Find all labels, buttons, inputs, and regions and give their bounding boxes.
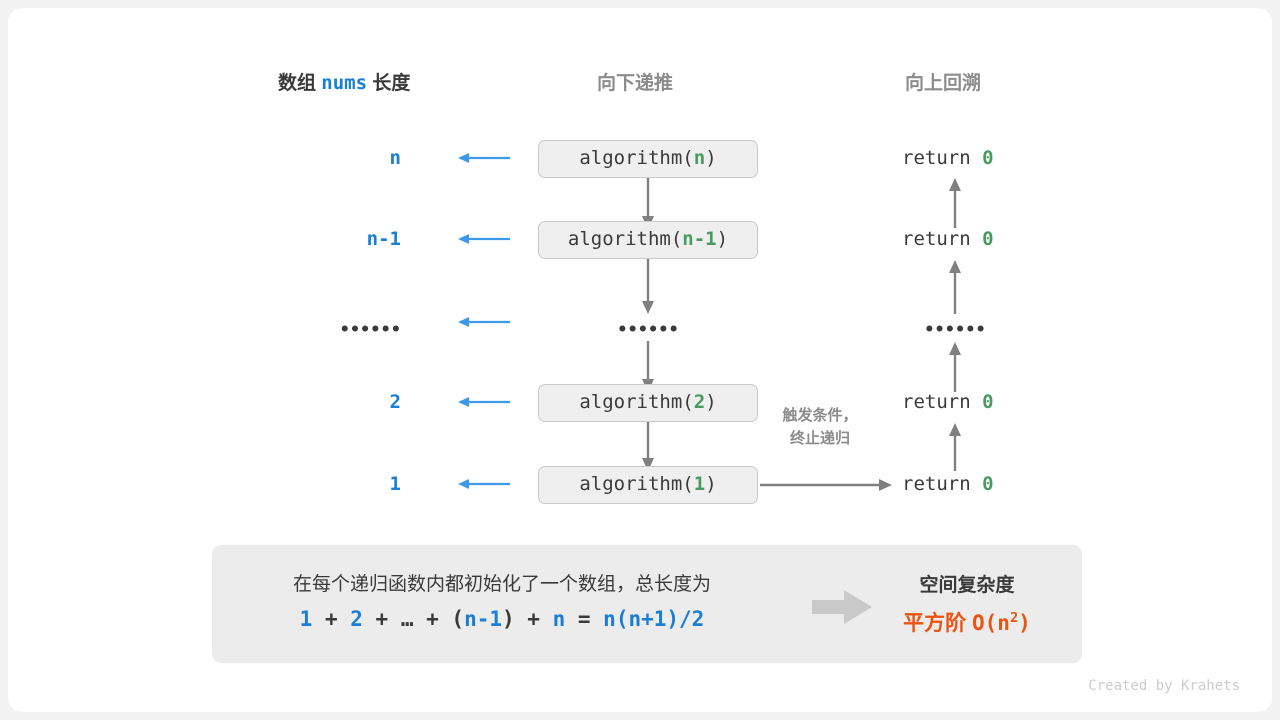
formula-result: n(n+1)/2: [603, 607, 705, 631]
blue-left-arrow-icon: [458, 317, 510, 327]
trigger-note-line1: 触发条件，: [782, 407, 858, 424]
return-statement: return 0: [902, 228, 994, 250]
call-box[interactable]: algorithm(n): [538, 140, 758, 178]
complexity-exponent: 2: [1009, 610, 1019, 626]
complexity-notation-end: ): [1018, 611, 1031, 635]
blue-left-arrow-icon: [458, 234, 510, 244]
header-array-suffix: 长度: [367, 73, 411, 94]
formula-term-nminus1: n-1: [464, 607, 502, 631]
return-statement: return 0: [902, 147, 994, 169]
credit-label: Created by Krahets: [1088, 678, 1240, 694]
return-keyword: return: [902, 473, 983, 495]
header-array-code: nums: [321, 72, 368, 94]
header-downward-recursion: 向下递推: [597, 73, 674, 94]
call-paren: ): [705, 473, 717, 495]
call-argument: 2: [693, 391, 706, 413]
gray-up-arrow-icon: [949, 178, 961, 228]
gray-down-arrow-icon: [642, 422, 654, 471]
return-statement: return 0: [902, 391, 994, 413]
gray-right-arrow-icon: [760, 479, 892, 491]
call-argument: 1: [693, 473, 706, 495]
gray-down-arrow-icon: [642, 259, 654, 314]
call-box[interactable]: algorithm(1): [538, 466, 758, 504]
array-length-value: 1: [389, 473, 401, 495]
call-box[interactable]: algorithm(n-1): [538, 221, 758, 259]
return-statement: return 0: [902, 473, 994, 495]
return-keyword: return: [902, 228, 983, 250]
array-length-value: 2: [389, 391, 401, 413]
summary-description: 在每个递归函数内都初始化了一个数组，总长度为: [292, 574, 711, 595]
gray-block-right-arrow-icon: [812, 590, 872, 624]
complexity-order-label: 平方阶: [903, 612, 973, 635]
return-value: 0: [982, 228, 994, 250]
call-paren: ): [716, 228, 729, 250]
gray-up-arrow-icon: [949, 423, 961, 471]
header-array-length: 数组 nums 长度: [278, 68, 410, 95]
formula-op-2: + … + (: [362, 607, 465, 631]
space-complexity-value: 平方阶 O(n2): [852, 607, 1082, 637]
gray-up-arrow-icon: [949, 342, 961, 392]
summary-formula: 1 + 2 + … + (n-1) + n = n(n+1)/2: [212, 607, 792, 631]
return-value: 0: [982, 147, 994, 169]
complexity-notation: O(n: [972, 611, 1010, 635]
blue-left-arrow-icon: [458, 397, 510, 407]
header-array-prefix: 数组: [278, 73, 322, 94]
call-name: algorithm(: [579, 147, 694, 169]
gray-up-arrow-icon: [949, 260, 961, 314]
formula-op-3: ) +: [502, 607, 553, 631]
formula-equals: =: [565, 607, 604, 631]
return-keyword: return: [902, 391, 983, 413]
return-ellipsis: ••••••: [924, 320, 986, 340]
call-paren: ): [705, 391, 717, 413]
call-ellipsis: ••••••: [617, 320, 679, 340]
return-keyword: return: [902, 147, 983, 169]
call-name: algorithm(: [567, 228, 683, 250]
call-paren: ): [705, 147, 717, 169]
array-length-value: n: [389, 147, 401, 169]
return-value: 0: [982, 473, 994, 495]
call-argument: n: [693, 147, 706, 169]
blue-left-arrow-icon: [458, 153, 510, 163]
call-name: algorithm(: [579, 473, 694, 495]
blue-left-arrow-icon: [458, 479, 510, 489]
trigger-note-line2: 终止递归: [789, 430, 850, 448]
formula-term-n: n: [552, 607, 566, 631]
formula-term-2: 2: [350, 607, 363, 631]
header-upward-backtrack: 向上回溯: [905, 73, 982, 94]
diagram-card: 数组 nums 长度 向下递推 向上回溯 n n-1 •••••• 2 1: [8, 8, 1272, 712]
call-argument: n-1: [682, 228, 717, 250]
array-length-value: n-1: [366, 228, 401, 250]
array-length-ellipsis: ••••••: [339, 320, 401, 340]
formula-op-1: +: [312, 607, 351, 631]
trigger-condition-note: 触发条件， 终止递归: [764, 404, 876, 451]
call-box[interactable]: algorithm(2): [538, 384, 758, 422]
return-value: 0: [982, 391, 994, 413]
space-complexity-title: 空间复杂度: [919, 575, 1015, 596]
call-name: algorithm(: [579, 391, 694, 413]
formula-term-1: 1: [299, 607, 313, 631]
summary-panel: 在每个递归函数内都初始化了一个数组，总长度为 1 + 2 + … + (n-1)…: [212, 545, 1082, 663]
